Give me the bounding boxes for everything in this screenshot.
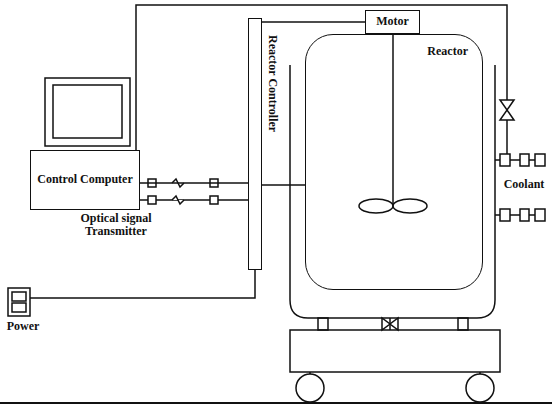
power-label: Power	[2, 320, 44, 333]
wheel-mount	[310, 372, 480, 378]
signal-wire	[262, 21, 365, 23]
coolant-label: Coolant	[500, 178, 548, 191]
optical-connector	[148, 196, 156, 204]
motor-box: Motor	[365, 10, 420, 34]
valve-symbol	[500, 110, 514, 120]
controller-bar: Reactor Controller	[248, 18, 262, 270]
power-cable	[30, 270, 255, 298]
transmitter-label: Optical signal Transmitter	[66, 212, 166, 238]
cart-base	[290, 330, 500, 372]
pipe-fitting	[535, 209, 545, 221]
stand-leg	[458, 318, 468, 330]
stand-leg	[318, 318, 328, 330]
optical-connector	[210, 196, 218, 204]
control-wire	[136, 5, 507, 150]
valve-symbol	[500, 100, 514, 110]
pipe-fitting	[500, 154, 510, 166]
controller-label: Reactor Controller	[266, 35, 279, 132]
pipe-fitting	[500, 209, 510, 221]
monitor	[45, 78, 130, 146]
valve-pipe	[506, 120, 508, 154]
pipe-fitting	[520, 209, 529, 221]
socket	[12, 292, 26, 301]
power-outlet	[8, 288, 30, 316]
reactor-vessel: Reactor	[305, 34, 483, 290]
wheel	[466, 374, 494, 402]
impeller-blade	[393, 199, 427, 213]
floor-line	[0, 402, 552, 404]
pipe-fitting	[520, 154, 529, 166]
socket	[12, 303, 26, 312]
pipe-fitting	[535, 154, 545, 166]
signal-wire	[140, 182, 248, 184]
wheel	[296, 374, 324, 402]
valve-symbol	[390, 318, 398, 330]
box-label: Control Computer	[37, 173, 132, 186]
vessel-label: Reactor	[427, 45, 468, 58]
signal-wire	[262, 184, 305, 186]
computer-box: Control Computer	[30, 150, 140, 210]
stirrer-shaft	[392, 34, 394, 205]
box-label: Motor	[376, 15, 409, 28]
impeller-blade	[359, 199, 393, 213]
screen	[53, 85, 122, 138]
